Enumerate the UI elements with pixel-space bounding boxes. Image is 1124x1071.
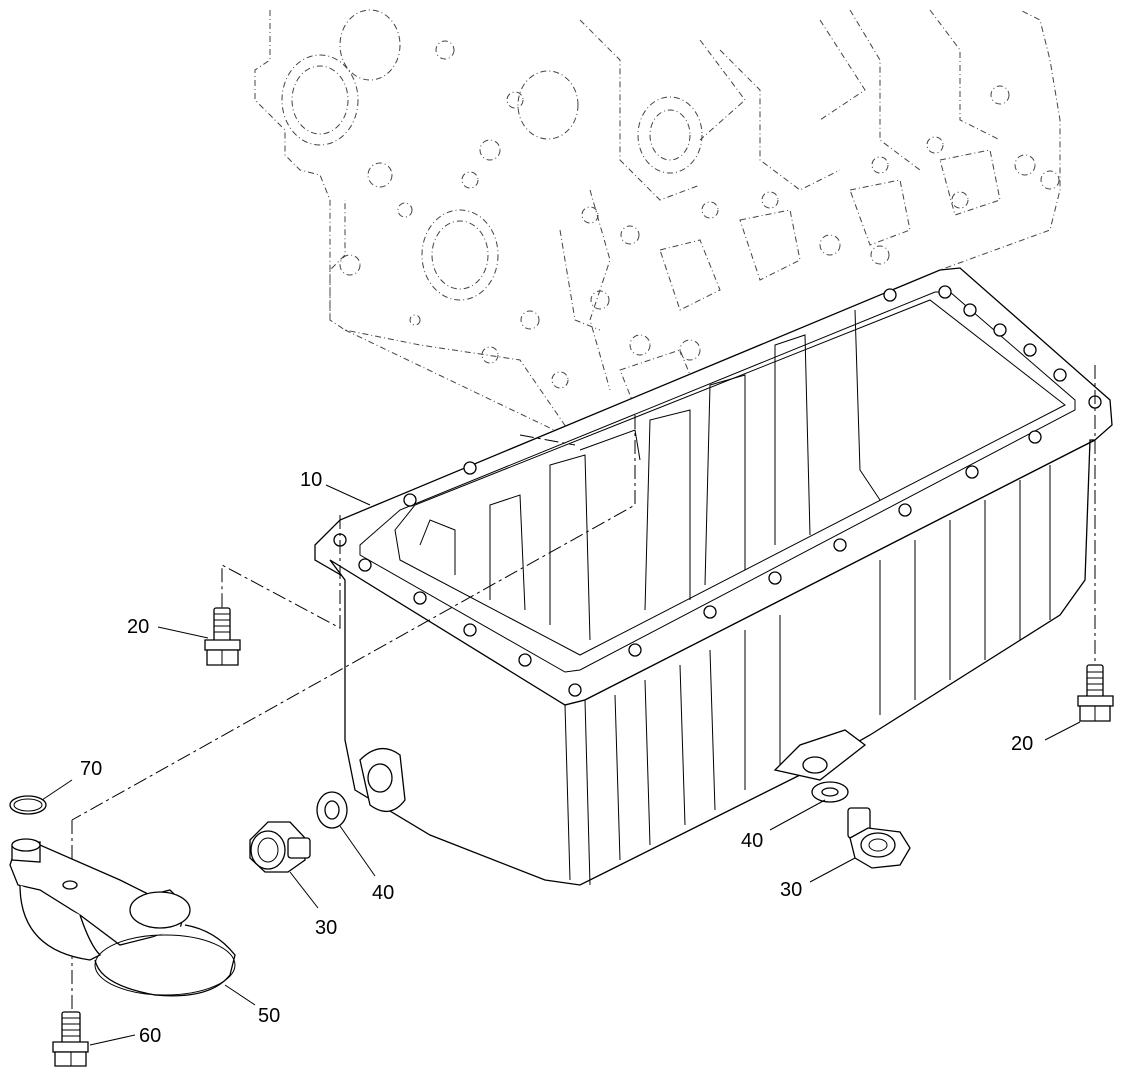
drain-washer-right [811, 781, 849, 803]
oil-pan [314, 267, 1113, 886]
flange-bolt-holes [333, 285, 1102, 697]
callout-10: 10 [300, 469, 322, 491]
leader-70 [41, 779, 73, 801]
callout-20-left: 20 [127, 616, 149, 638]
callout-labels: 10 20 20 70 30 40 40 30 50 60 [80, 469, 1033, 1047]
leader-60 [89, 1034, 136, 1046]
callout-70: 70 [80, 758, 102, 780]
callout-50: 50 [258, 1005, 280, 1027]
o-ring [9, 795, 47, 815]
callout-40-right: 40 [741, 830, 763, 852]
engine-block-phantom [254, 9, 1061, 451]
callout-20-right: 20 [1011, 733, 1033, 755]
leader-50 [224, 984, 256, 1006]
drain-plug-left [249, 821, 311, 873]
callout-40-left: 40 [372, 882, 394, 904]
leader-20-right [1044, 721, 1081, 741]
leader-30-right [809, 857, 856, 883]
drain-washer-left [316, 791, 348, 829]
leader-40-right [769, 799, 826, 831]
oil-strainer [9, 838, 236, 997]
leader-30-left [289, 871, 319, 909]
assembly-center-lines [71, 365, 1096, 1015]
flange-bolt-right [1077, 664, 1114, 722]
callout-leaders [41, 484, 1081, 1046]
flange-bolt-left [204, 607, 241, 666]
leader-10 [325, 484, 371, 506]
leader-20-left [157, 626, 209, 639]
drain-plug-right [847, 807, 911, 869]
strainer-bolt [52, 1011, 89, 1067]
callout-30-right: 30 [780, 879, 802, 901]
callout-30-left: 30 [315, 917, 337, 939]
callout-60: 60 [139, 1025, 161, 1047]
leader-40-left [339, 825, 376, 877]
